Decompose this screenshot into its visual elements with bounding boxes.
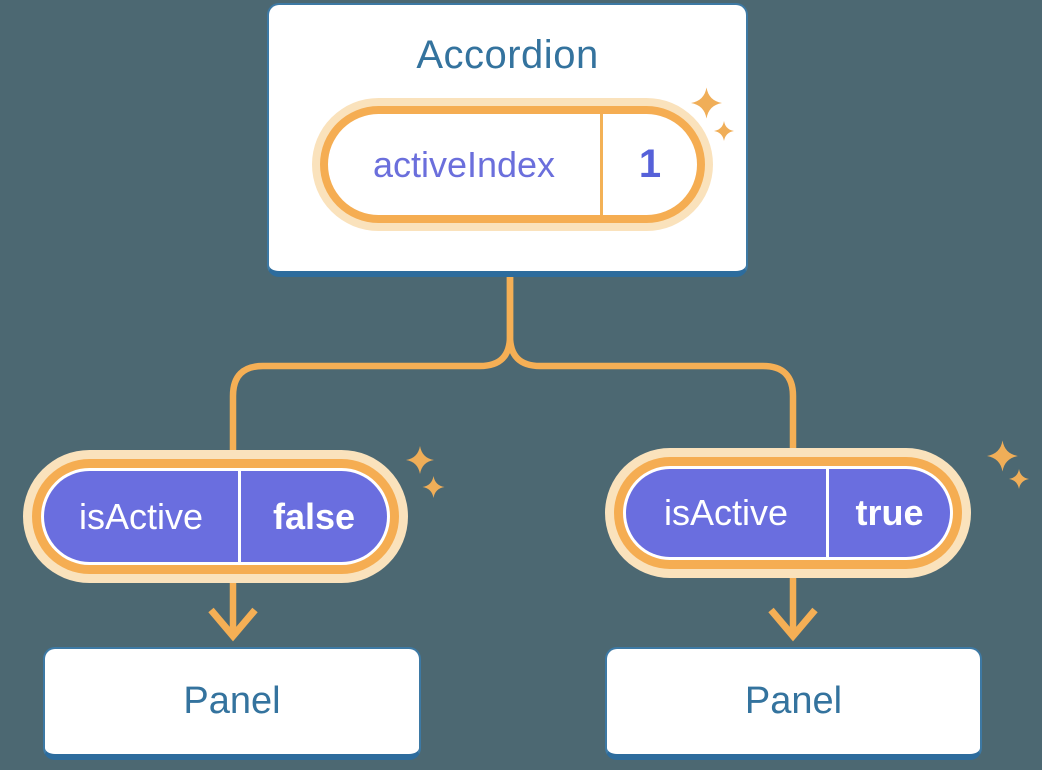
sparkle-icon	[987, 440, 1018, 472]
accordion-title: Accordion	[416, 33, 599, 77]
sparkle-icon	[1008, 469, 1030, 489]
prop-name-left: isActive	[78, 495, 204, 537]
sparkle-icon	[691, 87, 722, 119]
prop-value-left: false	[272, 495, 356, 537]
state-pill-ring: activeIndex 1	[320, 106, 705, 223]
arrowhead-left-icon	[208, 607, 258, 642]
state-name: activeIndex	[372, 143, 556, 185]
sparkle-icon	[421, 476, 446, 498]
state-pill: activeIndex 1	[312, 98, 713, 231]
state-value: 1	[638, 142, 662, 186]
panel-label-left: Panel	[183, 680, 281, 722]
prop-value-right: true	[855, 492, 924, 533]
panel-label-right: Panel	[744, 680, 843, 722]
prop-name-right: isActive	[663, 492, 789, 533]
prop-pill-left: isActive false	[23, 450, 408, 583]
prop-pill-divider-right	[826, 469, 829, 557]
branch-line-right	[506, 274, 797, 633]
arrowhead-right-icon	[768, 607, 818, 642]
panel-card-right: Panel	[605, 647, 982, 760]
sparkle-icon	[714, 121, 734, 141]
panel-card-left: Panel	[43, 647, 421, 760]
sparkle-icon	[406, 444, 434, 476]
prop-pill-right: isActive true	[605, 448, 971, 578]
prop-pill-divider-left	[238, 471, 241, 562]
state-pill-divider	[600, 114, 603, 215]
